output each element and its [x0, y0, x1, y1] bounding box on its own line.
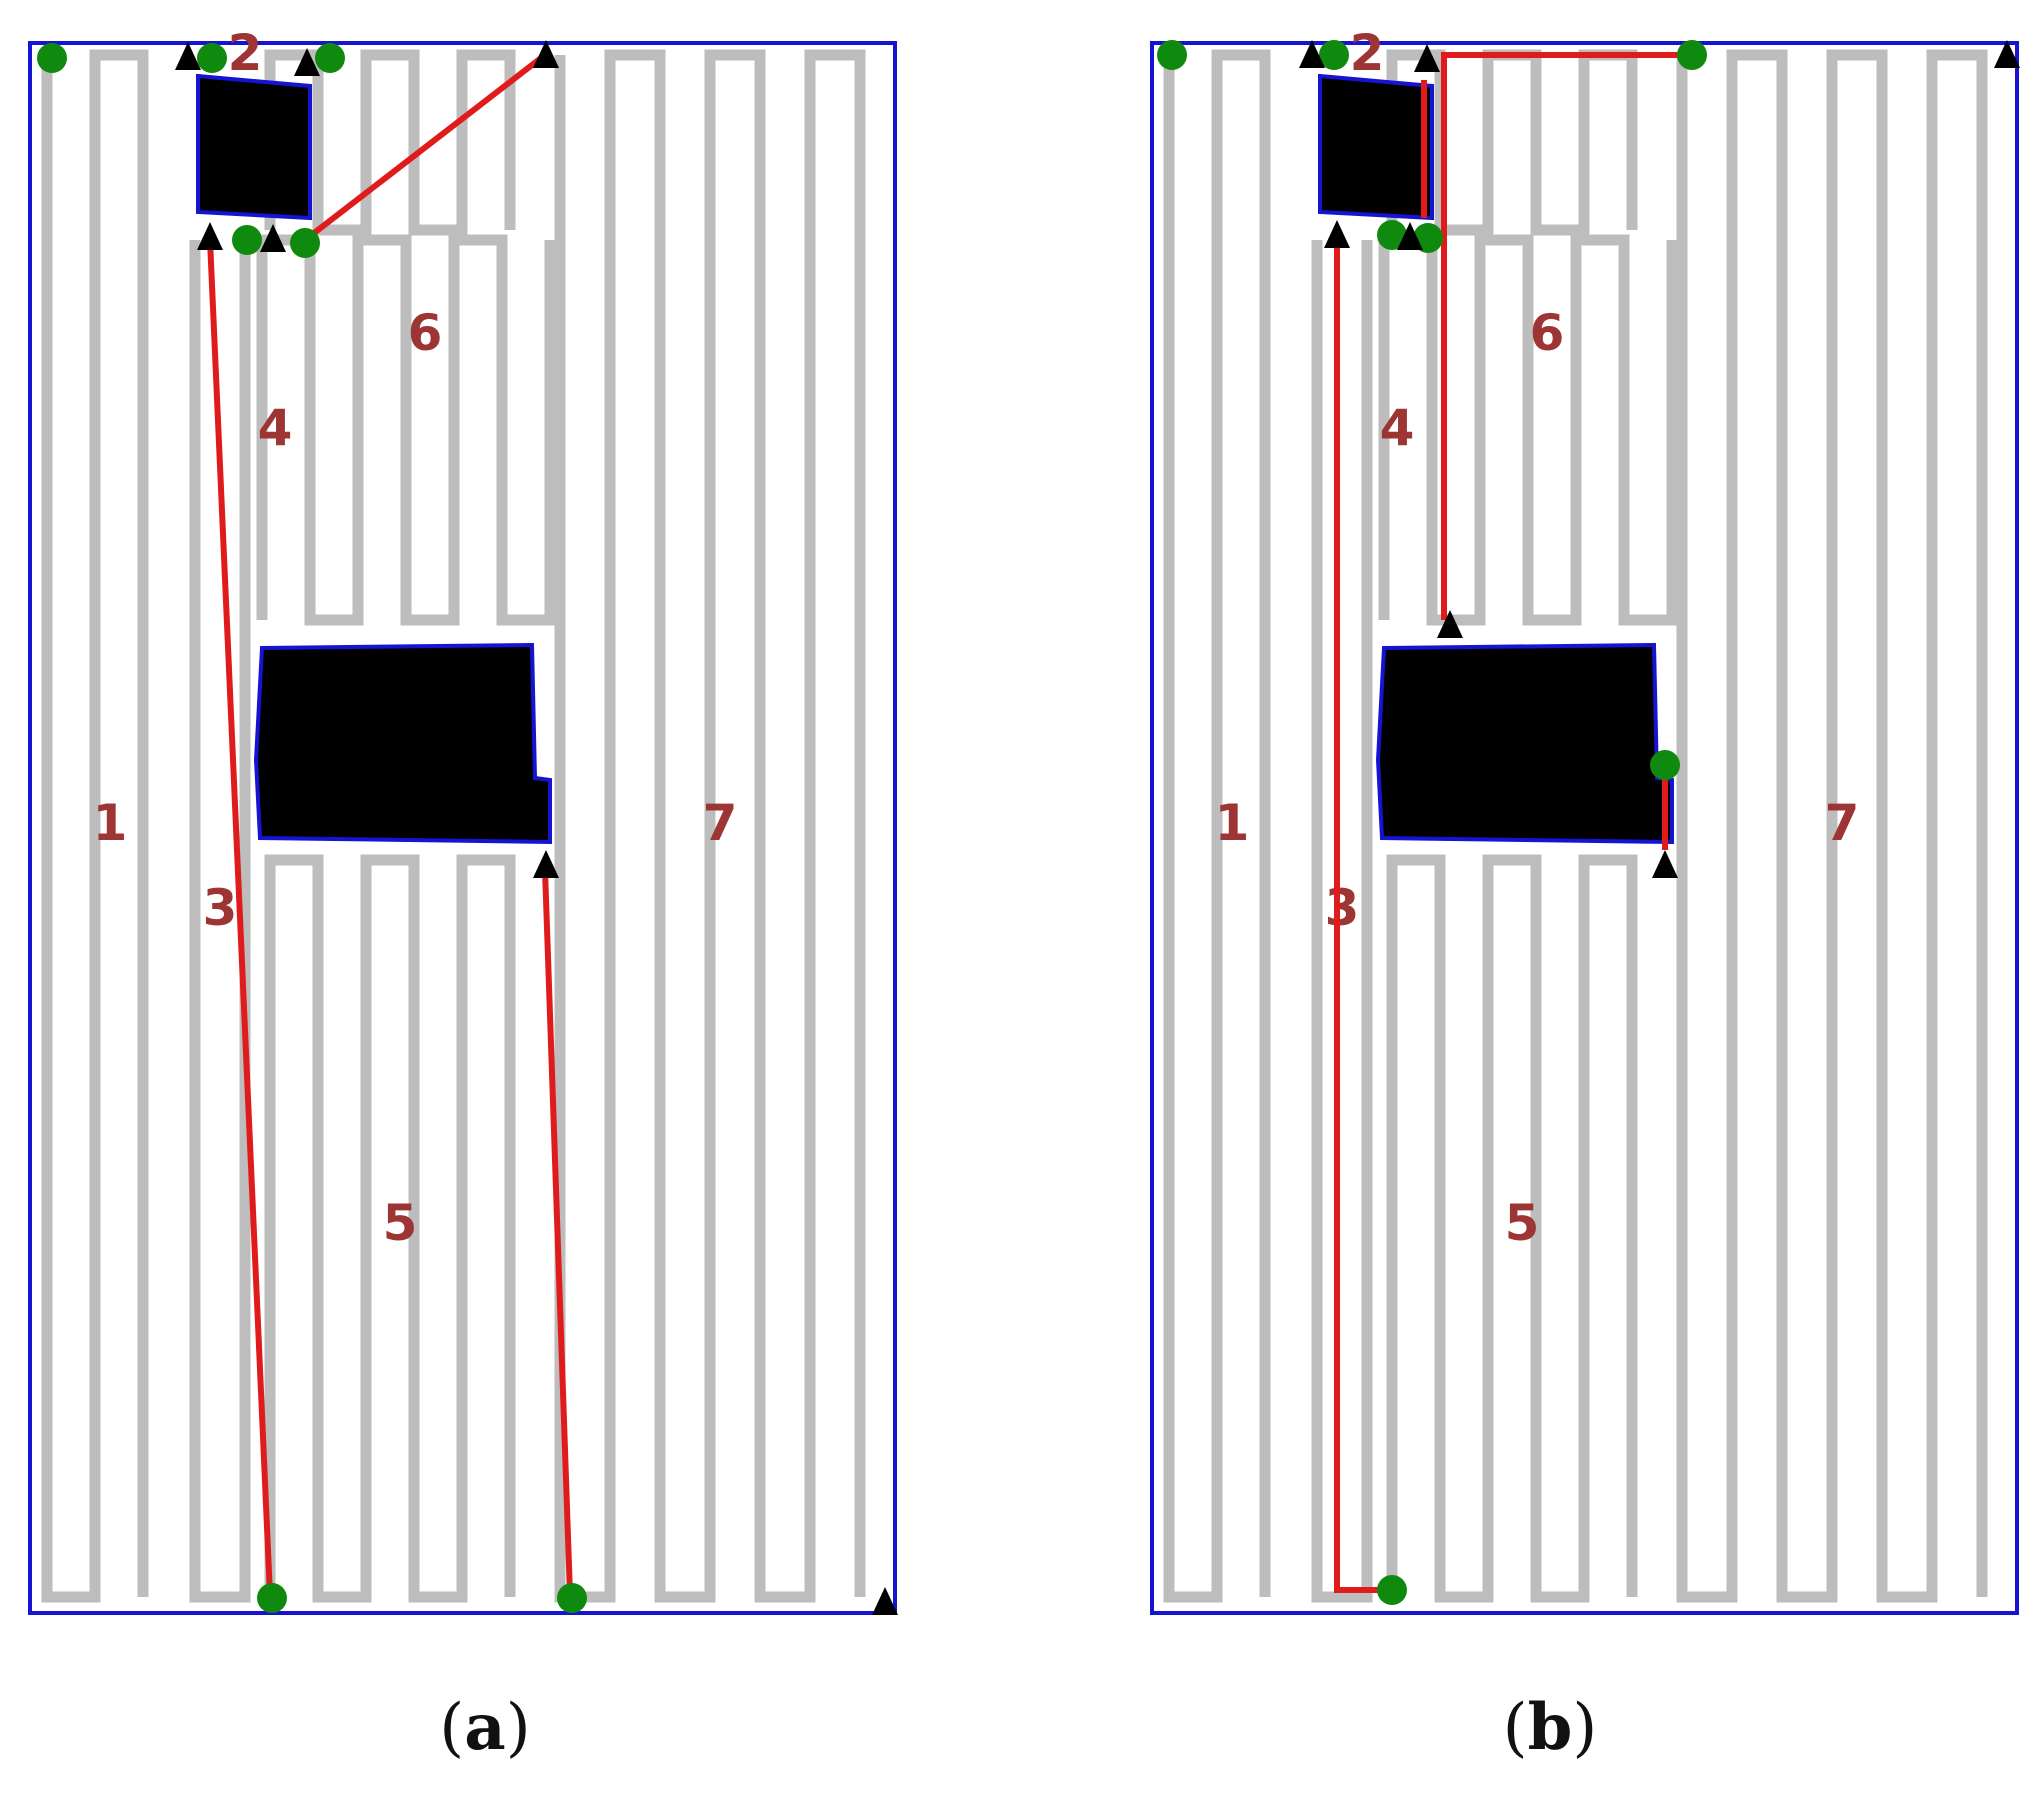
caption-b: (b): [1502, 1690, 1598, 1765]
start-marker: [1677, 40, 1707, 70]
start-marker: [1650, 750, 1680, 780]
panel-a: 1 2 3 4 5 6 7: [28, 24, 898, 1615]
boundary: [28, 41, 897, 1615]
end-marker: [260, 224, 286, 252]
obstacle-small: [196, 73, 312, 221]
end-marker: [1652, 850, 1678, 878]
cell-label-2: 2: [228, 24, 263, 82]
cell-label-5: 5: [383, 1194, 418, 1252]
end-marker: [1994, 40, 2020, 68]
start-marker: [257, 1583, 287, 1613]
sweep-cell-1: [1163, 49, 1271, 1603]
cell-label-5: 5: [1505, 1194, 1540, 1252]
obstacle-large: [253, 642, 552, 845]
transition-path: [1441, 52, 1692, 620]
end-marker: [872, 1587, 898, 1615]
end-marker: [175, 42, 201, 70]
cell-label-6: 6: [408, 304, 443, 362]
start-marker: [232, 225, 262, 255]
cell-label-3: 3: [1325, 879, 1360, 937]
end-marker: [294, 48, 320, 76]
end-marker: [1437, 610, 1463, 638]
end-marker: [533, 850, 559, 878]
start-marker: [1377, 1575, 1407, 1605]
caption-b-letter: b: [1527, 1690, 1573, 1765]
cell-label-4: 4: [1380, 399, 1415, 457]
sweep-cell-1: [41, 49, 149, 1603]
cell-label-2: 2: [1350, 24, 1385, 82]
transition-path: [303, 52, 547, 243]
cell-label-1: 1: [93, 794, 128, 852]
sweep-cell-3: [1311, 240, 1373, 1603]
sweep-cell-7: [554, 49, 866, 1603]
end-marker: [1414, 44, 1440, 72]
sweep-cell-4-6: [256, 234, 556, 626]
end-marker: [1324, 220, 1350, 248]
transition-path: [542, 869, 573, 1596]
transition-path: [207, 239, 273, 1596]
sweep-cell-7: [1676, 49, 1988, 1603]
sweep-cell-3: [189, 240, 251, 1603]
cell-label-7: 7: [703, 794, 738, 852]
start-marker: [197, 43, 227, 73]
cell-label-3: 3: [203, 879, 238, 937]
start-marker: [557, 1583, 587, 1613]
cell-label-7: 7: [1825, 794, 1860, 852]
caption-a-letter: a: [464, 1690, 506, 1765]
start-marker: [1377, 220, 1407, 250]
panel-b: 1 2 3 4 5 6 7: [1150, 24, 2020, 1615]
obstacle-small: [1318, 73, 1434, 221]
sweep-cell-5: [1386, 854, 1638, 1603]
cell-label-4: 4: [258, 399, 293, 457]
sweep-cell-4-6: [1378, 234, 1678, 626]
start-marker: [1319, 40, 1349, 70]
start-marker: [315, 43, 345, 73]
caption-a: (a): [439, 1690, 531, 1765]
cell-label-1: 1: [1215, 794, 1250, 852]
end-marker: [533, 40, 559, 68]
sweep-cell-5: [264, 854, 516, 1603]
end-marker: [197, 222, 223, 250]
start-marker: [37, 43, 67, 73]
boundary: [1150, 41, 2019, 1615]
obstacle-large: [1375, 642, 1674, 845]
start-marker: [290, 228, 320, 258]
transition-path: [1334, 240, 1392, 1593]
start-marker: [1157, 40, 1187, 70]
cell-label-6: 6: [1530, 304, 1565, 362]
end-marker: [1299, 40, 1325, 68]
end-marker: [1397, 222, 1423, 250]
